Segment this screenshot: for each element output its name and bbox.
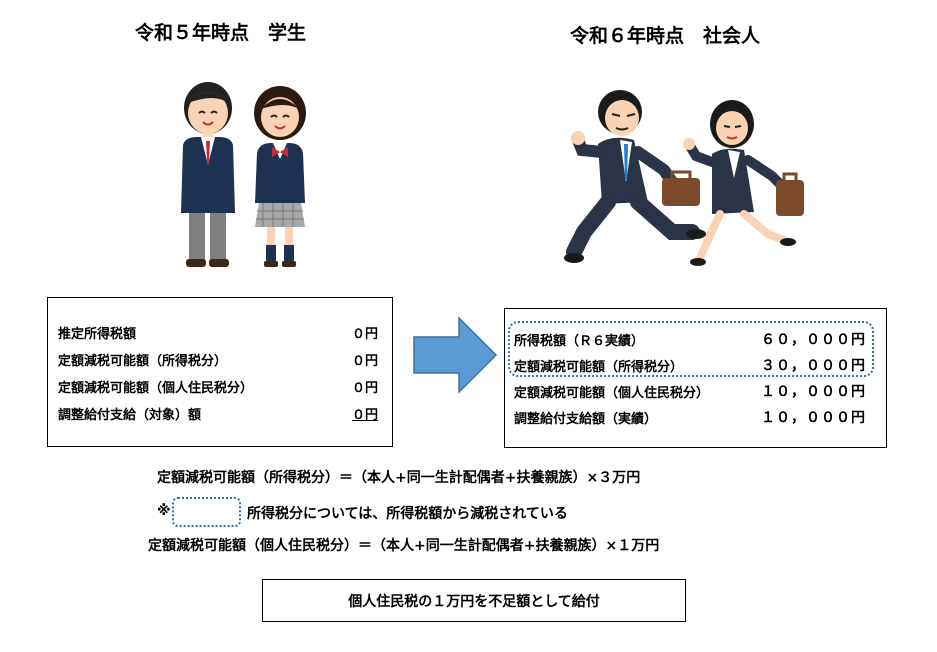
businessman-running-icon: [564, 90, 706, 263]
note-text: 所得税分については、所得税額から減税されている: [247, 506, 568, 522]
note-mark: ※: [157, 503, 171, 519]
right-item-label: 定額減税可能額（所得税分）: [514, 360, 684, 375]
left-item-value: ０円: [351, 327, 378, 342]
right-item-value: １０，０００円: [761, 384, 866, 400]
left-item-label: 定額減税可能額（個人住民税分）: [58, 381, 254, 396]
right-summary-box: 所得税額（Ｒ６実績） ６０，０００円 定額減税可能額（所得税分） ３０，０００円…: [504, 308, 887, 448]
workers-illustration: [564, 90, 804, 266]
right-item-label: 所得税額（Ｒ６実績）: [514, 334, 645, 349]
left-item-value: ０円: [351, 354, 378, 369]
formula-resident-tax: 定額減税可能額（個人住民税分）＝（本人+同一生計配偶者+扶養親族）×１万円: [148, 538, 660, 554]
students-illustration: [181, 82, 306, 267]
right-item-value: １０，０００円: [761, 410, 866, 426]
left-summary-box: 推定所得税額 ０円 定額減税可能額（所得税分） ０円 定額減税可能額（個人住民税…: [47, 297, 393, 447]
boy-student-icon: [181, 82, 235, 267]
girl-student-icon: [254, 86, 306, 267]
note-legend-outline: [172, 497, 241, 527]
right-item-label: 定額減税可能額（個人住民税分）: [514, 386, 710, 401]
conclusion-text: 個人住民税の１万円を不足額として給付: [348, 594, 600, 610]
right-title: 令和６年時点 社会人: [570, 25, 761, 47]
highlight-outline: [508, 321, 874, 377]
left-item-value: ０円: [351, 381, 378, 396]
left-item-label: 調整給付支給（対象）額: [58, 408, 202, 423]
right-arrow-icon: [413, 316, 498, 394]
left-item-label: 推定所得税額: [58, 327, 137, 342]
conclusion-box: 個人住民税の１万円を不足額として給付: [262, 579, 686, 622]
right-item-value: ３０，０００円: [761, 358, 866, 374]
right-item-label: 調整給付支給額（実績）: [514, 412, 658, 427]
left-item-label: 定額減税可能額（所得税分）: [58, 354, 228, 369]
right-item-value: ６０，０００円: [761, 332, 866, 348]
left-item-value: ０円: [351, 408, 378, 423]
businesswoman-running-icon: [683, 100, 804, 266]
formula-income-tax: 定額減税可能額（所得税分）＝（本人+同一生計配偶者+扶養親族）×３万円: [157, 470, 641, 486]
left-title: 令和５年時点 学生: [135, 22, 307, 44]
